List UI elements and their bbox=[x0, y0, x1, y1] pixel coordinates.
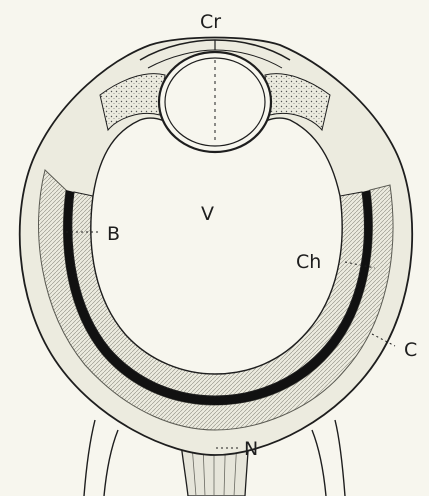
vitreous-chamber bbox=[91, 118, 342, 374]
label-nerve: N bbox=[244, 438, 258, 460]
label-capsule: C bbox=[404, 339, 417, 361]
label-cornea: Cr bbox=[200, 11, 221, 33]
lens bbox=[159, 52, 271, 152]
label-vitreous: V bbox=[201, 203, 214, 225]
label-choroid: Ch bbox=[296, 251, 321, 273]
label-retina: B bbox=[107, 223, 120, 245]
